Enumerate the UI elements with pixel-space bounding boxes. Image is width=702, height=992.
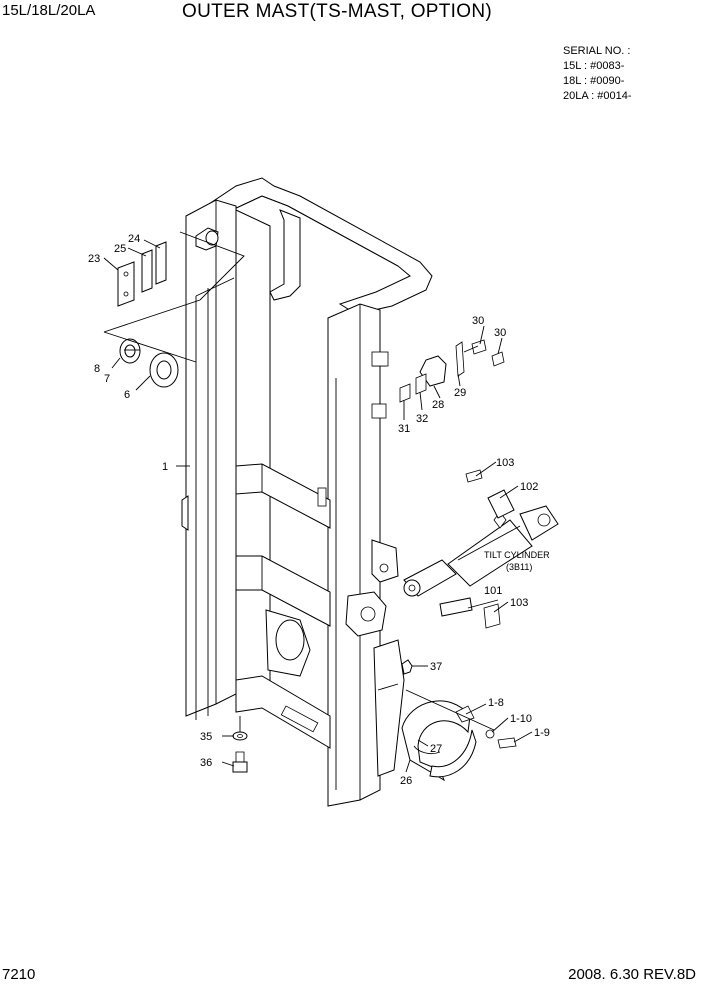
callout-7: 7 [104, 373, 110, 385]
callout-1-9: 1-9 [534, 727, 550, 739]
callout-1: 1 [162, 461, 168, 473]
tilt-cylinder-label: TILT CYLINDER [484, 550, 550, 560]
parts-upper-right-group [399, 339, 505, 403]
date-revision: 2008. 6.30 REV.8D [568, 966, 696, 983]
callout-32: 32 [416, 413, 428, 425]
callout-101: 101 [484, 585, 502, 597]
callout-31: 31 [398, 423, 410, 435]
callout-29: 29 [454, 387, 466, 399]
callout-102: 102 [520, 481, 538, 493]
serial-line-20la: 20LA : #0014- [563, 90, 632, 102]
callout-1-10: 1-10 [510, 713, 532, 725]
tilt-cylinder-ref: (3B11) [506, 562, 532, 572]
callout-30-a: 30 [472, 315, 484, 327]
serial-heading: SERIAL NO. : [563, 45, 631, 57]
parts-lower-right-group [401, 659, 517, 782]
callout-8: 8 [94, 363, 100, 375]
callout-27: 27 [430, 743, 442, 755]
model-name: 15L/18L/20LA [2, 2, 96, 19]
callout-25: 25 [114, 243, 126, 255]
parts-bottom-left-group [232, 716, 248, 773]
callout-labels: 1 6 7 8 23 24 25 26 27 28 29 30 30 31 32… [88, 233, 550, 787]
callout-28: 28 [432, 399, 444, 411]
serial-line-15l: 15L : #0083- [563, 60, 625, 72]
callout-30-b: 30 [494, 327, 506, 339]
tilt-cylinder-assembly [403, 469, 559, 629]
callout-103-b: 103 [510, 597, 528, 609]
callout-23: 23 [88, 253, 100, 265]
callout-6: 6 [124, 389, 130, 401]
page-number: 7210 [2, 966, 36, 983]
callout-35: 35 [200, 731, 212, 743]
callout-24: 24 [128, 233, 140, 245]
callout-1-8: 1-8 [488, 697, 504, 709]
page-title: OUTER MAST(TS-MAST, OPTION) [182, 1, 492, 22]
callout-37: 37 [430, 661, 442, 673]
leader-lines [103, 239, 533, 773]
outer-mast-frame [181, 177, 433, 807]
callout-36: 36 [200, 757, 212, 769]
callout-26: 26 [400, 775, 412, 787]
callout-103-a: 103 [496, 457, 514, 469]
serial-line-18l: 18L : #0090- [563, 75, 625, 87]
parts-left-group [103, 227, 245, 388]
serial-number-block: SERIAL NO. : 15L : #0083- 18L : #0090- 2… [563, 44, 632, 104]
